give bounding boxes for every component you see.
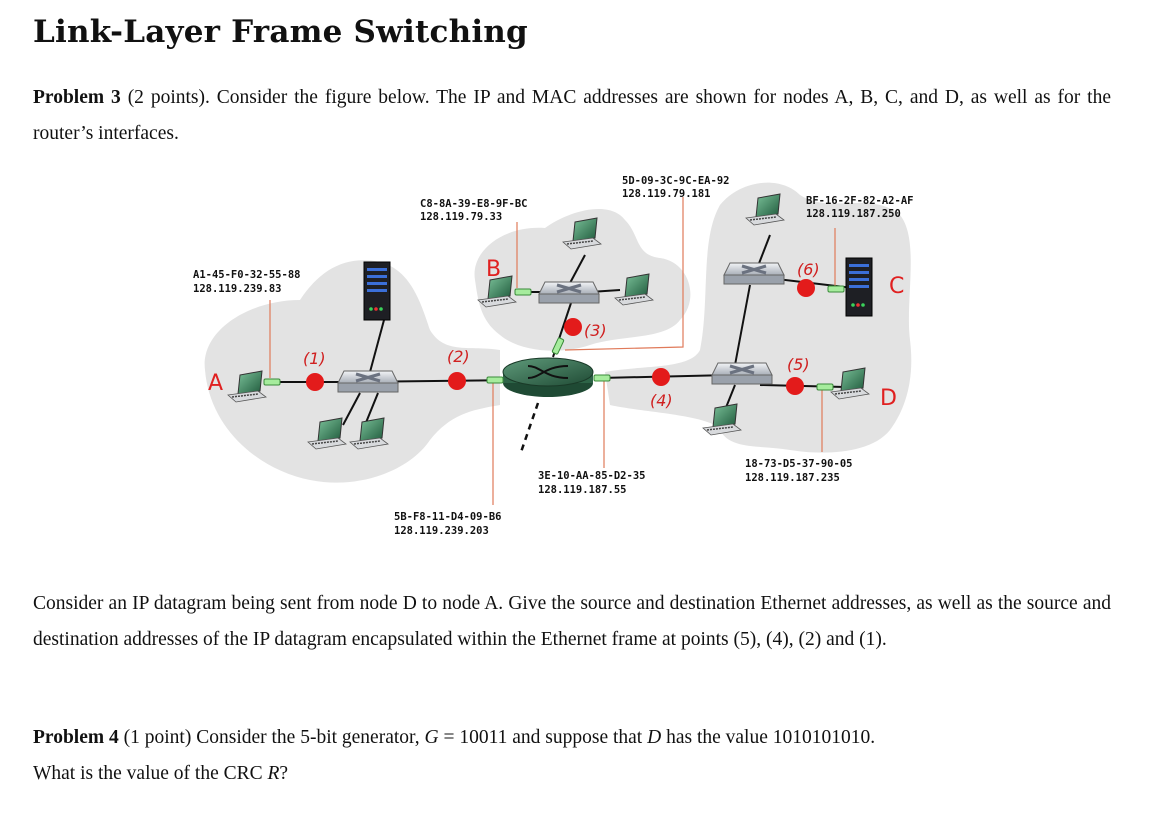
crc-symbol: R <box>267 763 280 784</box>
point-label-5: (5) <box>787 355 810 374</box>
node-label-d: D <box>880 386 897 411</box>
generator-value: = 10011 and suppose that <box>438 727 643 748</box>
point-marker-3 <box>564 318 582 336</box>
address-label-b: C8-8A-39-E8-9F-BC 128.119.79.33 <box>420 198 527 223</box>
subnet-top <box>474 208 691 351</box>
interface-icon <box>827 285 845 293</box>
problem-4-question-end: ? <box>279 763 289 784</box>
problem-3-intro: Problem 3 (2 points). Consider the figur… <box>33 80 1111 152</box>
problem-4: Problem 4 (1 point) Consider the 5-bit g… <box>33 720 1111 792</box>
address-label-c: BF-16-2F-82-A2-AF 128.119.187.250 <box>806 195 913 220</box>
mac-address: C8-8A-39-E8-9F-BC <box>420 198 527 210</box>
node-label-a: A <box>208 371 223 396</box>
node-label-b: B <box>486 257 501 282</box>
problem-3-points: (2 points). <box>127 87 210 108</box>
address-label-router-right: 3E-10-AA-85-D2-35 128.119.187.55 <box>538 470 645 496</box>
data-value: has the value 1010101010. <box>666 727 876 748</box>
mac-address: 18-73-D5-37-90-05 <box>745 458 852 470</box>
interface-icon <box>486 376 504 384</box>
mac-address: 3E-10-AA-85-D2-35 <box>538 470 645 482</box>
mac-address: 5D-09-3C-9C-EA-92 <box>622 175 729 187</box>
network-diagram: (1) (2) (3) (4) (5) (6) A B C D A1-45-F0… <box>193 175 913 537</box>
address-label-router-top: 5D-09-3C-9C-EA-92 128.119.79.181 <box>622 175 729 200</box>
switch-icon <box>336 369 400 394</box>
problem-3-text: Consider the figure below. The IP and MA… <box>33 87 1111 144</box>
ip-address: 128.119.239.203 <box>394 525 489 537</box>
point-label-6: (6) <box>797 260 820 279</box>
point-label-3: (3) <box>584 321 607 340</box>
point-label-4: (4) <box>650 391 673 410</box>
problem-4-text: Consider the 5-bit generator, <box>196 727 420 748</box>
switch-icon <box>722 261 786 286</box>
switch-icon <box>710 361 774 386</box>
problem-3-question: Consider an IP datagram being sent from … <box>33 593 1111 650</box>
address-label-d: 18-73-D5-37-90-05 128.119.187.235 <box>745 458 852 484</box>
generator-symbol: G <box>424 727 439 748</box>
problem-4-question: What is the value of the CRC <box>33 763 263 784</box>
ip-address: 128.119.187.235 <box>745 472 840 484</box>
ip-address: 128.119.79.181 <box>622 188 711 200</box>
ip-address: 128.119.239.83 <box>193 283 282 295</box>
problem-4-label: Problem 4 <box>33 727 119 748</box>
page-title: Link-Layer Frame Switching <box>33 14 528 50</box>
server-icon <box>845 257 873 317</box>
point-marker-1 <box>306 373 324 391</box>
ip-address: 128.119.187.250 <box>806 208 901 220</box>
node-label-c: C <box>889 274 904 299</box>
interface-icon <box>263 378 281 386</box>
router-icon <box>502 357 594 397</box>
mac-address: BF-16-2F-82-A2-AF <box>806 195 913 207</box>
ip-address: 128.119.79.33 <box>420 211 502 223</box>
interface-icon <box>514 288 532 296</box>
point-marker-6 <box>797 279 815 297</box>
mac-address: A1-45-F0-32-55-88 <box>193 269 300 281</box>
point-marker-4 <box>652 368 670 386</box>
point-marker-5 <box>786 377 804 395</box>
interface-icon <box>816 383 834 391</box>
data-symbol: D <box>647 727 662 748</box>
point-label-1: (1) <box>303 349 326 368</box>
point-label-2: (2) <box>447 347 470 366</box>
mac-address: 5B-F8-11-D4-09-B6 <box>394 511 501 523</box>
server-icon <box>363 261 391 321</box>
address-label-a: A1-45-F0-32-55-88 128.119.239.83 <box>193 269 300 295</box>
ip-address: 128.119.187.55 <box>538 484 627 496</box>
switch-icon <box>537 280 601 305</box>
address-label-router-left: 5B-F8-11-D4-09-B6 128.119.239.203 <box>394 511 501 537</box>
point-marker-2 <box>448 372 466 390</box>
interface-icon <box>551 337 565 355</box>
interface-icon <box>593 374 611 382</box>
problem-4-points: (1 point) <box>123 727 192 748</box>
problem-3-label: Problem 3 <box>33 87 121 108</box>
